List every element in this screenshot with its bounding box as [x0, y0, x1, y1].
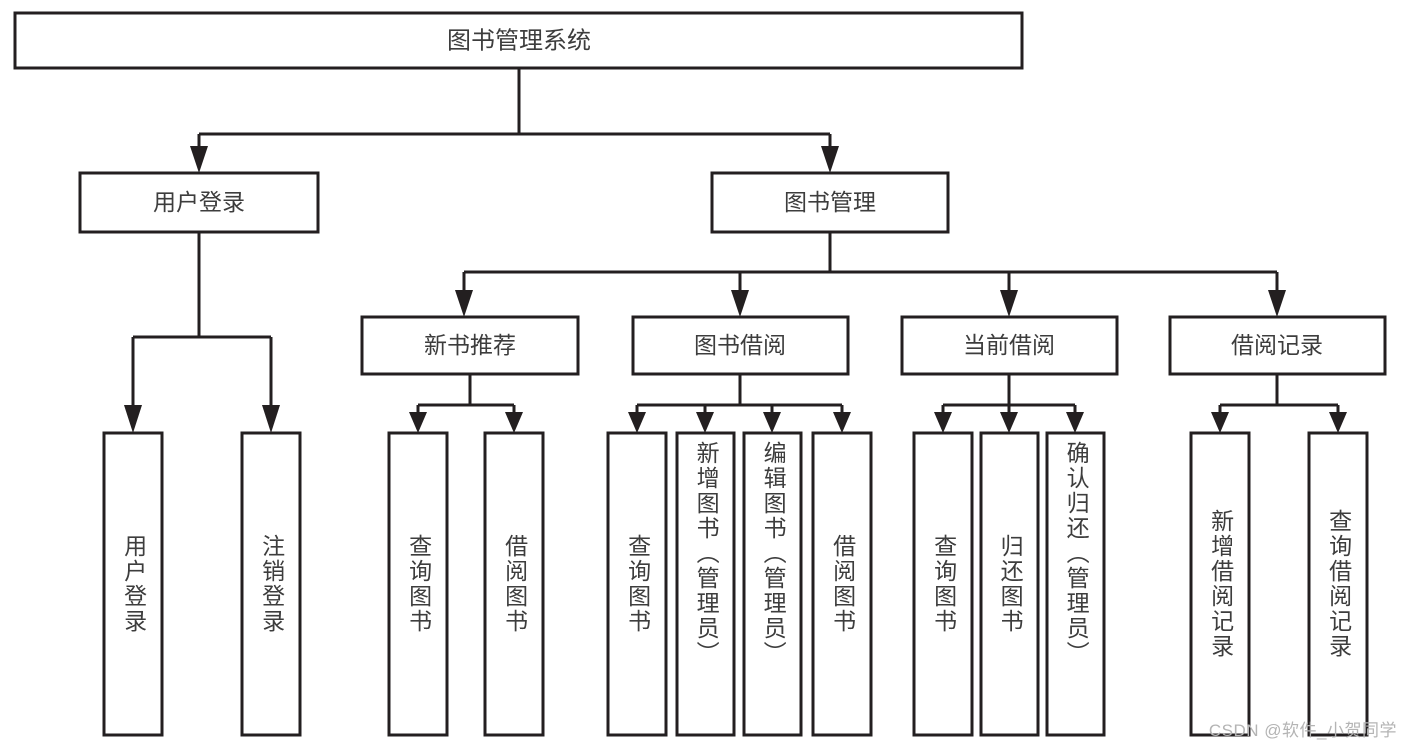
node-leaf-confirm-return-admin[interactable] [1045, 431, 1106, 737]
node-root-system-label: 图书管理系统 [447, 27, 591, 54]
node-user-login[interactable]: 用户登录 [78, 171, 320, 234]
node-new-book-recommend[interactable]: 新书推荐 [360, 315, 580, 376]
node-root-system[interactable]: 图书管理系统 [13, 11, 1024, 70]
node-leaf-borrow-book-recommend[interactable] [483, 431, 545, 737]
node-leaf-query-book-current[interactable] [912, 431, 974, 737]
node-leaf-edit-book-admin[interactable] [742, 431, 803, 737]
connector-root-to-level2 [190, 68, 839, 173]
node-leaf-logout[interactable] [240, 431, 302, 737]
node-borrow-records[interactable]: 借阅记录 [1168, 315, 1387, 376]
connector-user-login-to-leaves [124, 232, 280, 433]
csdn-watermark: CSDN @软件_小贺同学 [1208, 721, 1397, 740]
connector-book-borrow-to-leaves [628, 374, 851, 433]
node-leaf-query-book-borrow[interactable] [606, 431, 668, 737]
node-book-borrow[interactable]: 图书借阅 [631, 315, 850, 376]
node-borrow-records-label: 借阅记录 [1231, 332, 1323, 358]
connector-borrow-records-to-leaves [1211, 374, 1347, 433]
node-leaf-borrow-book[interactable] [811, 431, 873, 737]
node-current-borrow-label: 当前借阅 [963, 332, 1055, 358]
connector-book-mgmt-to-level3 [455, 232, 1286, 317]
node-leaf-query-borrow-record[interactable] [1307, 431, 1369, 737]
node-leaf-query-book-recommend[interactable] [387, 431, 449, 737]
node-leaf-add-book-admin[interactable] [675, 431, 736, 737]
node-user-login-label: 用户登录 [153, 189, 245, 215]
node-leaf-add-borrow-record[interactable] [1189, 431, 1251, 737]
connector-current-borrow-to-leaves [934, 374, 1084, 433]
node-new-book-recommend-label: 新书推荐 [424, 332, 516, 358]
node-leaf-return-book[interactable] [979, 431, 1040, 737]
node-current-borrow[interactable]: 当前借阅 [900, 315, 1119, 376]
node-leaf-user-login[interactable] [102, 431, 164, 737]
node-book-management[interactable]: 图书管理 [710, 171, 950, 234]
node-book-borrow-label: 图书借阅 [694, 332, 786, 358]
connector-new-book-to-leaves [409, 374, 523, 433]
node-book-management-label: 图书管理 [784, 189, 876, 215]
